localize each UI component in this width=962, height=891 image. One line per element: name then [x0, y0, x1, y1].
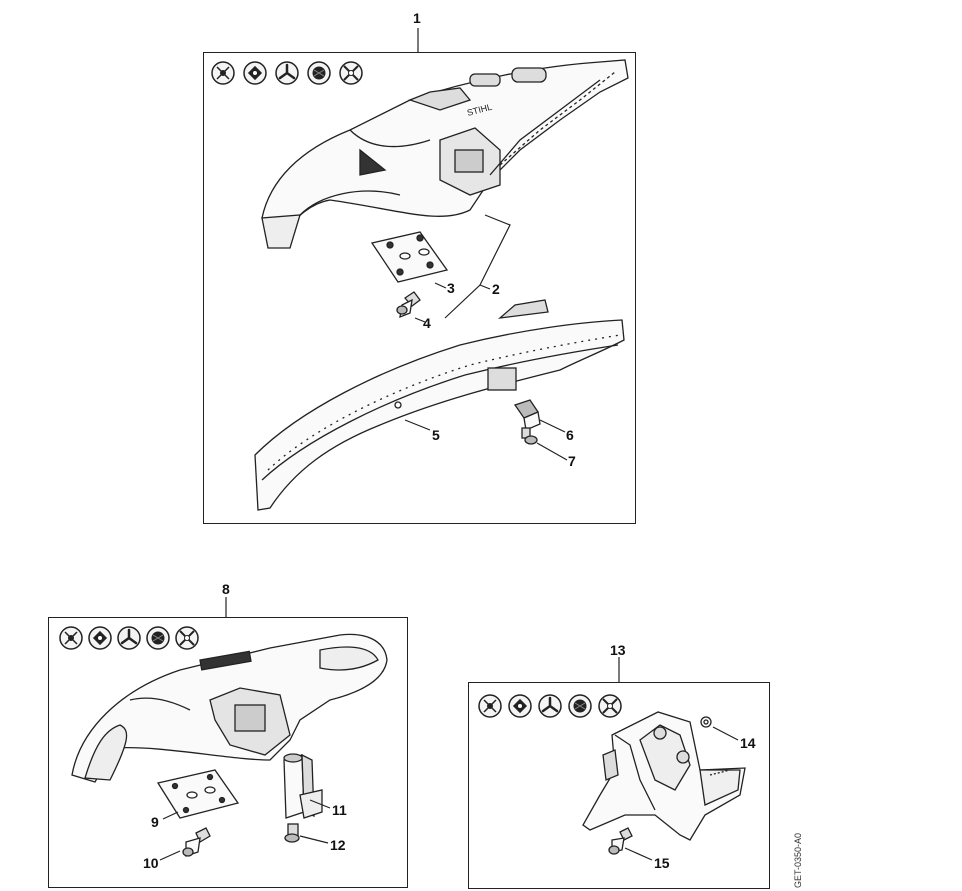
part-number: 12: [330, 837, 346, 853]
part-number: 4: [423, 315, 431, 331]
part-number: 3: [447, 280, 455, 296]
screw-illustration: [608, 827, 633, 855]
group-frame-13: [468, 682, 770, 889]
part-number: 1: [413, 10, 421, 26]
part-number: 10: [143, 855, 159, 871]
mounting-plate-illustration: [156, 769, 240, 819]
bracket-illustration: [513, 399, 541, 431]
screw-illustration: [396, 291, 421, 319]
group-frame-8: [48, 617, 408, 888]
leader-lines-group-13: [624, 726, 739, 861]
screw-illustration: [284, 823, 300, 843]
part-number: 2: [492, 281, 500, 297]
leader-lines-group-1: [404, 214, 568, 461]
drawing-code: GET-0350-A0: [793, 832, 803, 888]
deflector-guard-illustration: STIHL: [261, 59, 629, 249]
leader-lines-group-8: [159, 799, 331, 861]
washer-illustration: [700, 716, 712, 728]
guard-adapter-illustration: [582, 711, 746, 841]
part-number: 9: [151, 814, 159, 830]
bracket-illustration: [283, 753, 323, 819]
group-frame-1: [203, 52, 636, 524]
part-number: 6: [566, 427, 574, 443]
part-number: 5: [432, 427, 440, 443]
part-number: 11: [332, 802, 347, 818]
part-number: 15: [654, 855, 670, 871]
part-number: 8: [222, 581, 230, 597]
screw-illustration: [182, 827, 211, 857]
screw-illustration: [521, 427, 538, 445]
guard-extension-illustration: [254, 299, 625, 511]
part-number: 7: [568, 453, 576, 469]
deflector-guard-illustration: [71, 633, 388, 783]
mounting-plate-illustration: [370, 231, 449, 283]
part-number: 14: [740, 735, 756, 751]
part-number: 13: [610, 642, 626, 658]
